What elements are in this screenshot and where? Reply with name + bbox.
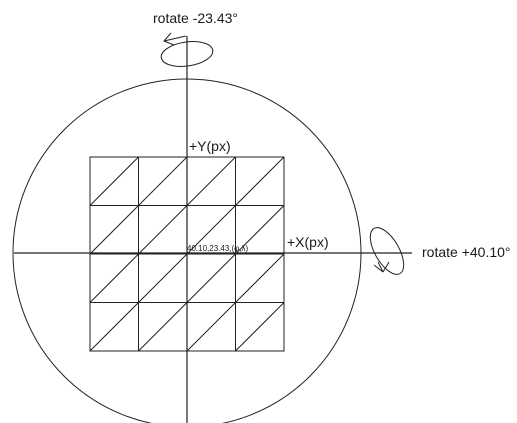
mesh-diagonal-line <box>186 205 236 255</box>
mesh-grid <box>89 156 285 352</box>
mesh-diagonal-line <box>89 205 139 255</box>
center-coordinate-label: 40.10,23.43,(φ,λ) <box>187 244 249 253</box>
mesh-diagonal-line <box>235 253 285 303</box>
mesh-diagonal-line <box>138 253 188 303</box>
mesh-diagonal-line <box>186 253 236 303</box>
mesh-diagonal-line <box>89 302 139 352</box>
rotation-ellipse-arrow-icon <box>369 227 405 275</box>
mesh-diagonal-line <box>138 302 188 352</box>
mesh-diagonal-line <box>235 205 285 255</box>
mesh-diagonal-line <box>235 156 285 206</box>
mesh-diagonal-line <box>89 156 139 206</box>
mesh-diagonal-line <box>186 302 236 352</box>
mesh-diagonal-line <box>89 253 139 303</box>
mesh-diagonal-line <box>235 302 285 352</box>
rotate-y-label: rotate -23.43° <box>153 10 238 26</box>
x-axis-label: +X(px) <box>287 234 329 250</box>
rotation-ellipse-arrow-icon <box>160 32 214 67</box>
mesh-diagonal-line <box>138 156 188 206</box>
rotate-x-label: rotate +40.10° <box>422 244 511 260</box>
mesh-diagonal-line <box>138 205 188 255</box>
mesh-diagonal-line <box>186 156 236 206</box>
y-axis-label: +Y(px) <box>189 138 231 154</box>
